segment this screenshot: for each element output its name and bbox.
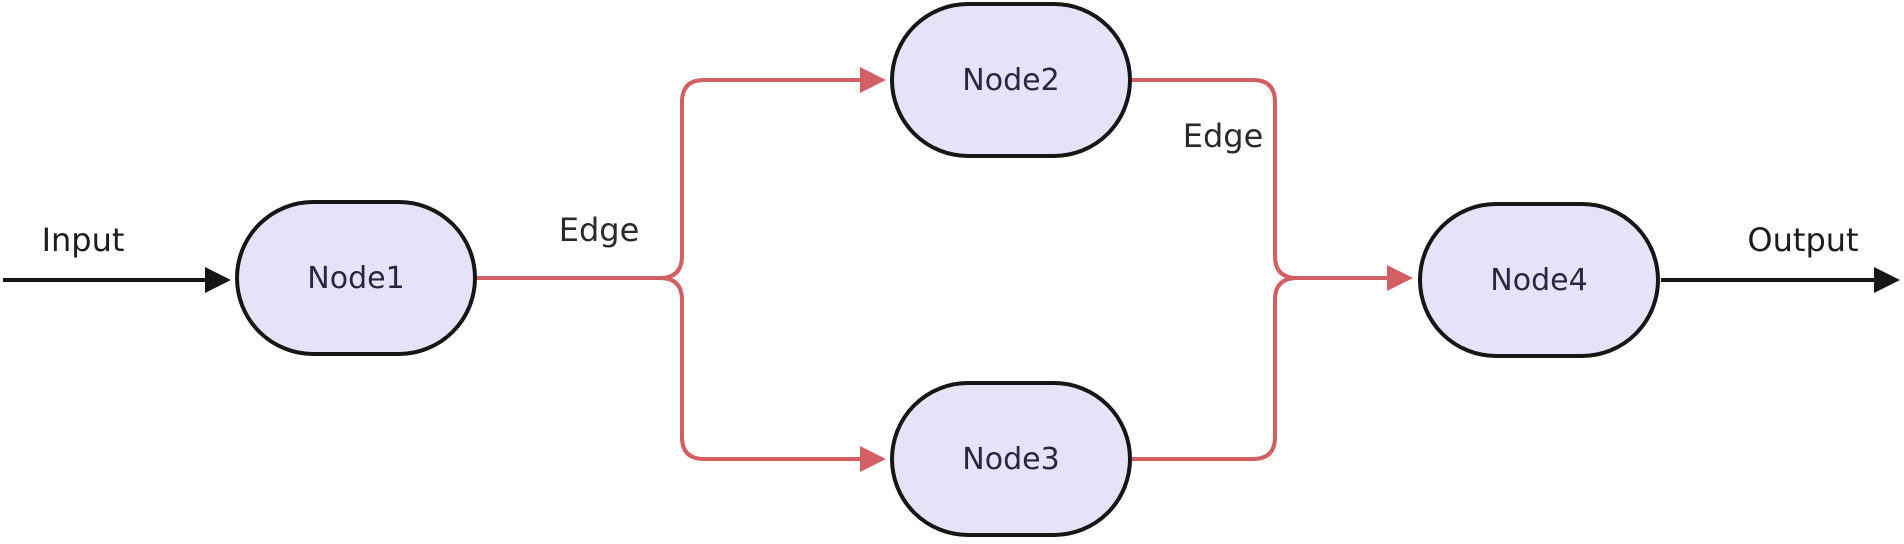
node-node1-label: Node1 <box>307 260 405 296</box>
node-node2-label: Node2 <box>962 62 1060 98</box>
edge-node1-node3 <box>477 276 886 472</box>
edge-arrowhead-node4-icon <box>1387 265 1413 291</box>
output-arrowhead-icon <box>1874 267 1900 293</box>
input-arrowhead-icon <box>205 267 231 293</box>
input-arrow <box>3 267 231 293</box>
edge-label-1: Edge <box>558 211 640 249</box>
edge-arrowhead-node2-icon <box>860 67 886 93</box>
edge-node2-node4 <box>1132 78 1413 291</box>
node-node3-label: Node3 <box>962 441 1060 477</box>
edge-label-2: Edge <box>1182 117 1264 155</box>
edge-node1-node2 <box>477 67 886 280</box>
node-node2: Node2 <box>890 2 1132 158</box>
node-node4: Node4 <box>1418 202 1660 358</box>
node-node3: Node3 <box>890 381 1132 537</box>
output-arrow <box>1661 267 1900 293</box>
edge-node3-node4 <box>1132 276 1389 461</box>
node-node4-label: Node4 <box>1490 262 1588 298</box>
input-label: Input <box>41 221 125 259</box>
output-label: Output <box>1747 221 1859 259</box>
node-node1: Node1 <box>235 200 477 356</box>
edge-arrowhead-node3-icon <box>860 446 886 472</box>
